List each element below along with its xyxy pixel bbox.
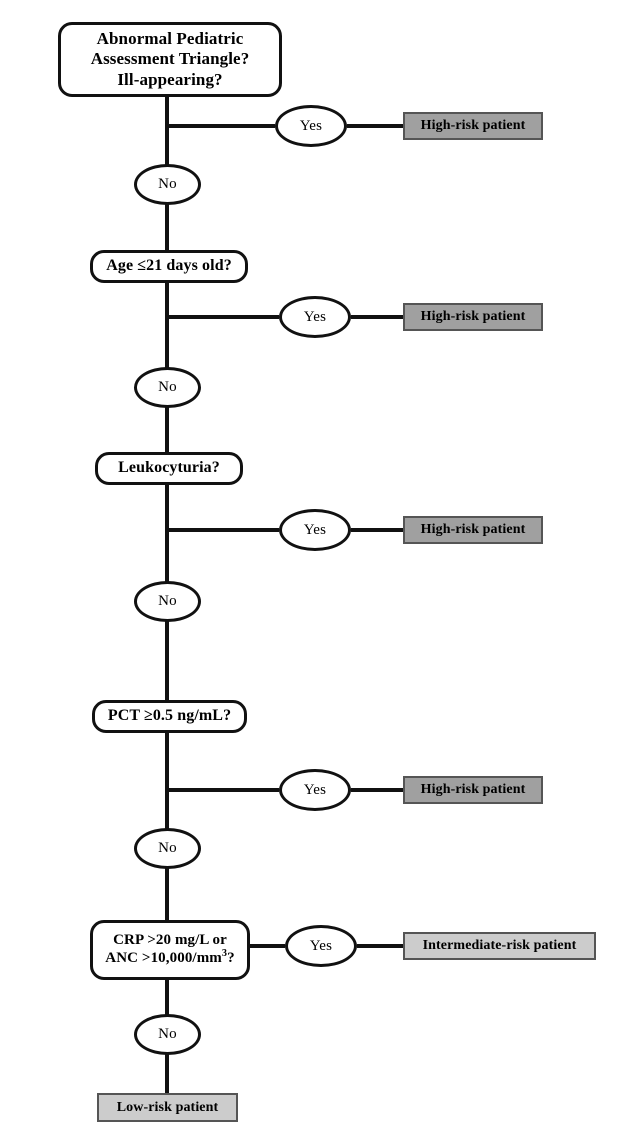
outcome-label: High-risk patient [420,309,526,324]
outcome-box-high-risk-1[interactable]: High-risk patient [403,112,543,140]
outcome-label: Low-risk patient [116,1099,219,1115]
outcome-box-high-risk-4[interactable]: High-risk patient [403,776,543,804]
branch-label-text: Yes [299,117,323,134]
decision-line: Leukocyturia? [118,459,220,477]
outcome-box-intermediate-risk[interactable]: Intermediate-risk patient [403,932,596,960]
decision-line: Assessment Triangle? [90,49,250,69]
decision-box-crp-anc[interactable]: CRP >20 mg/L or ANC >10,000/mm3? [90,920,250,980]
decision-line-anc: ANC >10,000/mm3? [105,948,235,966]
outcome-label: High-risk patient [420,118,526,133]
branch-label-text: Yes [309,937,333,954]
branch-label-yes-crp-anc[interactable]: Yes [285,925,357,967]
decision-line: PCT ≥0.5 ng/mL? [107,707,232,725]
outcome-label: High-risk patient [420,522,526,537]
branch-label-no-age[interactable]: No [134,367,201,408]
outcome-label: Intermediate-risk patient [422,938,577,953]
branch-label-no-leukocyturia[interactable]: No [134,581,201,622]
branch-label-text: No [158,379,177,395]
branch-label-text: Yes [303,521,327,538]
branch-label-yes-age[interactable]: Yes [279,296,351,338]
decision-box-age[interactable]: Age ≤21 days old? [90,250,248,283]
branch-label-text: No [158,593,177,609]
outcome-box-high-risk-3[interactable]: High-risk patient [403,516,543,544]
branch-label-text: Yes [303,781,327,798]
decision-box-pct[interactable]: PCT ≥0.5 ng/mL? [92,700,247,733]
branch-label-text: No [158,1026,177,1042]
decision-line: Ill-appearing? [117,69,223,89]
branch-label-yes-pct[interactable]: Yes [279,769,351,811]
decision-line: Age ≤21 days old? [106,257,232,275]
decision-line: CRP >20 mg/L or [113,932,227,949]
branch-label-yes-leukocyturia[interactable]: Yes [279,509,351,551]
outcome-box-low-risk[interactable]: Low-risk patient [97,1093,238,1122]
branch-label-text: Yes [303,308,327,325]
branch-label-text: No [158,840,177,856]
decision-box-pat[interactable]: Abnormal Pediatric Assessment Triangle? … [58,22,282,97]
branch-label-no-pat[interactable]: No [134,164,201,205]
outcome-label: High-risk patient [420,782,526,797]
outcome-box-high-risk-2[interactable]: High-risk patient [403,303,543,331]
branch-label-yes-pat[interactable]: Yes [275,105,347,147]
branch-label-text: No [158,176,177,192]
decision-line: Abnormal Pediatric [96,29,244,49]
branch-label-no-crp-anc[interactable]: No [134,1014,201,1055]
branch-label-no-pct[interactable]: No [134,828,201,869]
decision-box-leukocyturia[interactable]: Leukocyturia? [95,452,243,485]
